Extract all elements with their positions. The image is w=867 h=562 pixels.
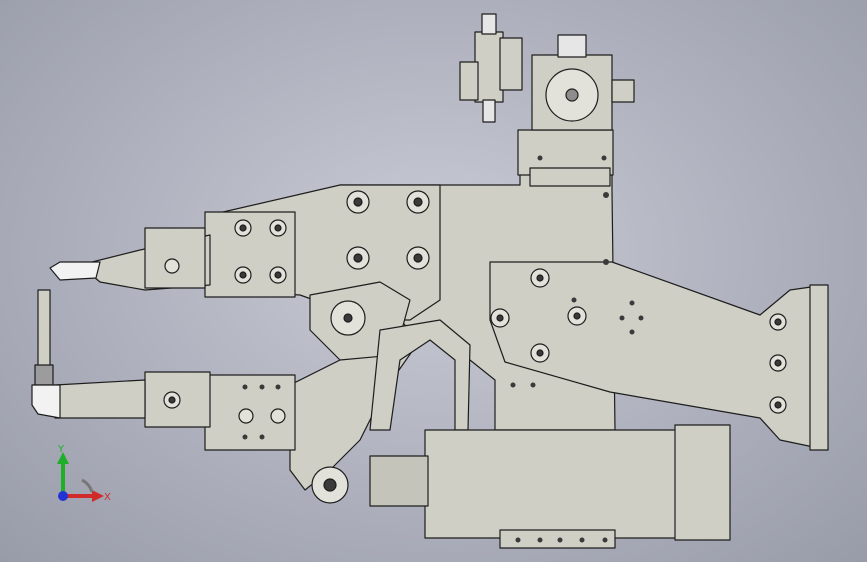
rotary-top-fitting bbox=[557, 34, 587, 58]
motor-coupling bbox=[369, 455, 429, 507]
valve-fitting-bottom bbox=[482, 99, 496, 123]
pivot-boss-hole bbox=[343, 313, 353, 323]
triad-origin bbox=[58, 491, 68, 501]
lower-electrode-tip bbox=[31, 384, 61, 419]
small-dots bbox=[242, 155, 644, 543]
rotary-center bbox=[565, 88, 579, 102]
valve-side-block bbox=[459, 61, 479, 101]
linkage-bracket bbox=[369, 319, 471, 431]
valve-fitting-top bbox=[481, 13, 497, 35]
bolt-holes bbox=[163, 190, 787, 424]
valve-back-plate bbox=[499, 37, 523, 91]
x-axis-head bbox=[92, 490, 104, 502]
lower-pivot-hole bbox=[323, 478, 337, 492]
rotary-side-fitting bbox=[611, 79, 635, 103]
upper-clamp bbox=[144, 227, 206, 289]
end-flange bbox=[809, 284, 829, 451]
upper-electrode-tip bbox=[49, 261, 101, 281]
y-axis-label: Y bbox=[57, 444, 65, 455]
servo-motor-encoder bbox=[674, 424, 731, 541]
z-rotation-arc bbox=[81, 478, 94, 493]
top-bracket-lower bbox=[529, 167, 611, 187]
x-axis-label: X bbox=[104, 492, 111, 503]
y-axis-head bbox=[57, 452, 69, 464]
motor-base bbox=[499, 529, 616, 549]
servo-motor-body bbox=[424, 429, 681, 539]
